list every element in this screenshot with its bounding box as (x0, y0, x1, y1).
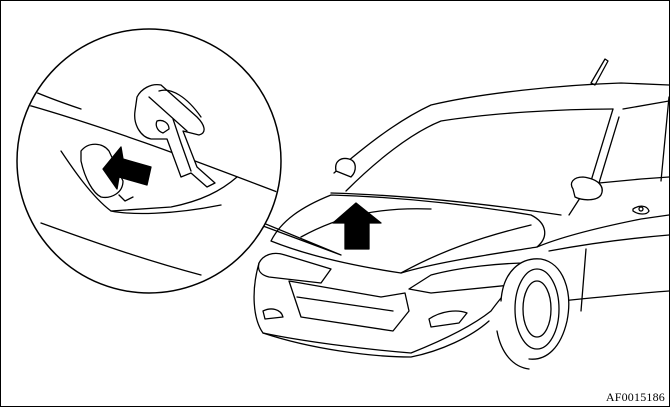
roof-outline (334, 83, 669, 173)
car (254, 59, 669, 369)
right-mirror (571, 177, 602, 200)
left-mirror (336, 159, 356, 178)
antenna (591, 59, 608, 85)
left-headlight (258, 253, 331, 283)
windshield-inner (346, 109, 613, 191)
b-pillar (661, 97, 669, 181)
grille (289, 281, 409, 331)
magnified-inset (11, 29, 301, 293)
side-window (599, 101, 669, 183)
figure-code: AF0015186 (606, 390, 665, 405)
front-wheel (497, 259, 569, 369)
